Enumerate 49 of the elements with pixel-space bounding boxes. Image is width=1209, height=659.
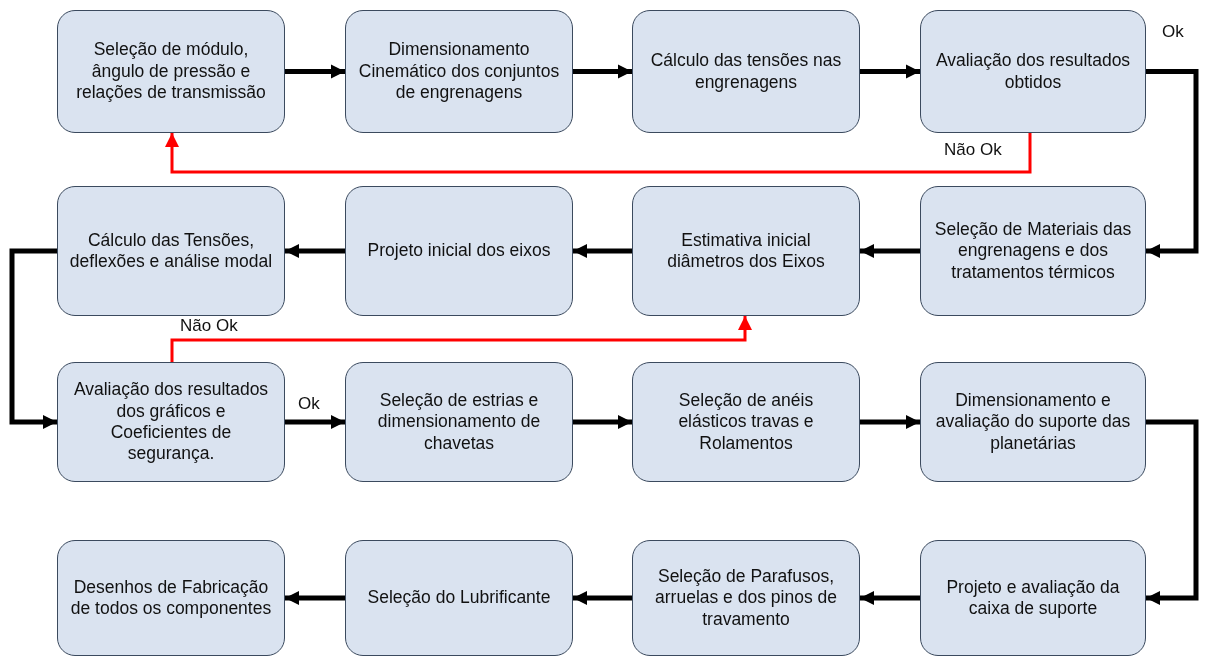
arrow bbox=[573, 244, 632, 258]
arrow bbox=[1146, 69, 1199, 258]
box-text: Seleção de Materiais das engrenagens e dos tratamentos térmicos bbox=[933, 219, 1133, 283]
box-text: Estimativa inicial diâmetros dos Eixos bbox=[666, 229, 826, 273]
process-box bbox=[57, 540, 285, 656]
process-box bbox=[920, 362, 1146, 482]
process-box bbox=[632, 186, 860, 316]
arrow bbox=[573, 415, 632, 429]
process-box bbox=[345, 186, 573, 316]
process-box bbox=[920, 186, 1146, 316]
arrow bbox=[285, 415, 345, 429]
box-text: Cálculo das Tensões, deflexões e análise modal bbox=[68, 229, 274, 273]
arrow bbox=[860, 591, 920, 605]
process-box bbox=[345, 362, 573, 482]
box-text: Avaliação dos resultados obtidos bbox=[934, 50, 1132, 93]
box-text: Avaliação dos resultados dos gráficos e Coeficientes de segurança. bbox=[72, 379, 270, 465]
arrow bbox=[573, 591, 632, 605]
process-box bbox=[920, 10, 1146, 133]
box-text: Dimensionamento e avaliação do suporte das planetárias bbox=[934, 390, 1132, 454]
box-text: Projeto inicial dos eixos bbox=[367, 240, 551, 262]
box-text: Seleção de estrias e dimensionamento de chavetas bbox=[376, 390, 542, 454]
process-box bbox=[632, 10, 860, 133]
process-box bbox=[632, 362, 860, 482]
arrow bbox=[860, 415, 920, 429]
box-text: Desenhos de Fabricação de todos os componentes bbox=[69, 576, 273, 620]
arrow bbox=[170, 316, 752, 362]
box-text: Seleção de anéis elásticos travas e Rolamentos bbox=[677, 390, 815, 454]
arrow bbox=[285, 591, 345, 605]
process-box bbox=[57, 362, 285, 482]
process-box bbox=[57, 10, 285, 133]
process-box bbox=[345, 10, 573, 133]
box-text: Dimensionamento Cinemático dos conjuntos de engrenagens bbox=[357, 39, 561, 104]
process-box bbox=[920, 540, 1146, 656]
process-box bbox=[632, 540, 860, 656]
arrow bbox=[285, 244, 345, 258]
arrow bbox=[165, 133, 1032, 174]
box-text: Cálculo das tensões nas engrenagens bbox=[649, 50, 843, 93]
arrow bbox=[573, 64, 632, 79]
arrow bbox=[9, 248, 57, 429]
process-box bbox=[57, 186, 285, 316]
box-text: Seleção de módulo, ângulo de pressão e relações de transmissão bbox=[75, 39, 267, 104]
box-text: Projeto e avaliação da caixa de suporte bbox=[945, 576, 1121, 620]
arrow bbox=[860, 244, 920, 258]
arrow bbox=[1146, 419, 1199, 605]
box-text: Seleção de Parafusos, arruelas e dos pinos de travamento bbox=[654, 566, 838, 630]
arrow bbox=[860, 64, 920, 79]
process-box bbox=[345, 540, 573, 656]
arrow bbox=[285, 64, 345, 79]
box-text: Seleção do Lubrificante bbox=[367, 587, 551, 609]
